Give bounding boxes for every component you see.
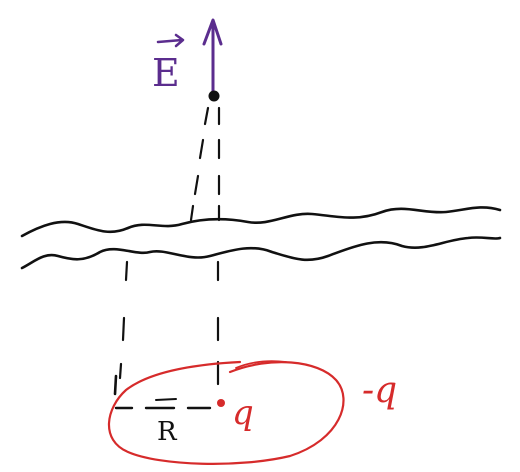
charge-label: q [232, 393, 254, 433]
observation-point [208, 90, 220, 102]
disk-highlight-stroke [235, 360, 287, 369]
projection-lines-lower [113, 260, 220, 396]
charge-point [217, 399, 225, 407]
field-label: E [152, 51, 180, 95]
slab-lower-surface [20, 236, 502, 270]
projection-lines-upper [189, 106, 221, 222]
slab-upper-surface [20, 206, 502, 238]
field-vector: E [152, 18, 223, 95]
vector-arrow-icon [156, 33, 185, 48]
induced-charge-disk [107, 360, 345, 465]
arrow-up-icon [202, 18, 223, 46]
induced-charge-label: -q [362, 370, 397, 411]
radius-label: R [157, 417, 178, 447]
radius-bar [155, 398, 177, 401]
